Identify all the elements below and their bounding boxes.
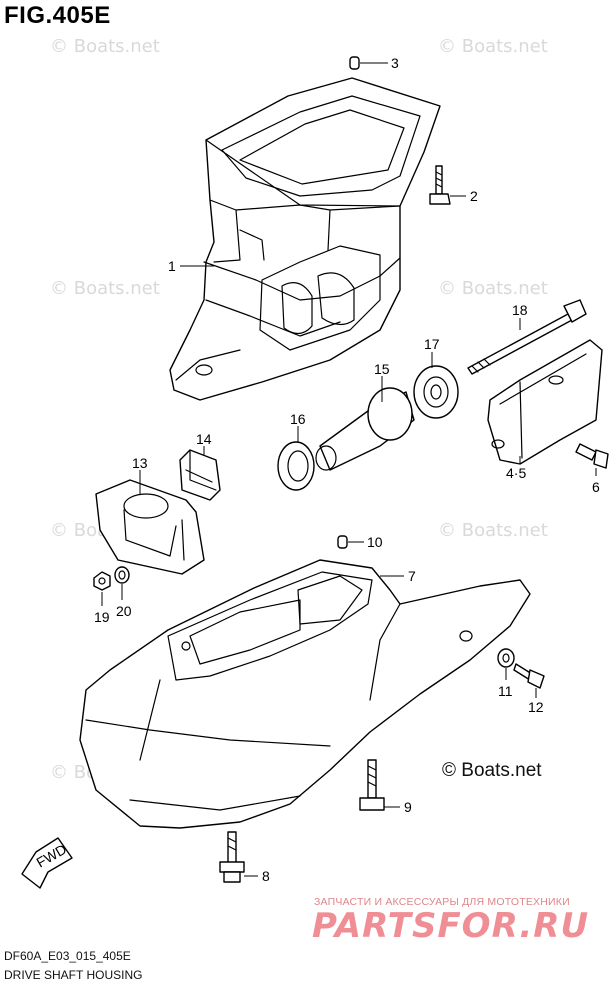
part-12-bolt[interactable] [513, 663, 545, 689]
callout-15[interactable]: 15 [374, 361, 390, 377]
watermark: © Boats.net [438, 278, 548, 299]
part-11-bushing[interactable] [497, 648, 515, 668]
watermark: © Boats.net [50, 36, 160, 57]
part-16-seal[interactable] [277, 441, 315, 491]
figure-code: DF60A_E03_015_405E [4, 949, 131, 963]
callout-9[interactable]: 9 [404, 799, 412, 815]
callout-8[interactable]: 8 [262, 868, 270, 884]
figure-title: FIG.405E [4, 2, 111, 29]
callout-19[interactable]: 19 [94, 609, 110, 625]
part-19-nut[interactable] [93, 571, 111, 591]
branding-tagline: ЗАПЧАСТИ И АКСЕССУАРЫ ДЛЯ МОТОТЕХНИКИ [314, 896, 570, 908]
callout-13[interactable]: 13 [132, 455, 148, 471]
callout-7[interactable]: 7 [408, 568, 416, 584]
callout-11[interactable]: 11 [498, 683, 513, 699]
callout-12[interactable]: 12 [528, 699, 544, 715]
callout-20[interactable]: 20 [116, 603, 132, 619]
copyright-mark: © Boats.net [442, 760, 542, 781]
callout-6[interactable]: 6 [592, 479, 600, 495]
part-18-long-bolt[interactable] [467, 299, 587, 375]
part-7-lower-housing[interactable] [79, 559, 531, 829]
part-3-dowel[interactable] [349, 56, 360, 70]
part-2-bolt[interactable] [429, 165, 451, 205]
watermark: © Boats.net [438, 36, 548, 57]
callout-14[interactable]: 14 [196, 431, 212, 447]
callout-3[interactable]: 3 [391, 55, 399, 71]
part-14-rubber-mount[interactable] [179, 449, 221, 501]
part-9-bolt[interactable] [359, 759, 385, 811]
part-8-bolt[interactable] [219, 831, 245, 883]
part-17-bearing[interactable] [413, 365, 459, 419]
part-4-5-cover[interactable] [487, 339, 603, 465]
part-13-mount[interactable] [95, 479, 205, 575]
callout-numbers: 3 2 1 18 17 15 16 14 13 4·5 6 10 7 19 20… [94, 55, 600, 884]
callout-2[interactable]: 2 [470, 188, 478, 204]
part-6-bolt[interactable] [575, 443, 609, 469]
callout-16[interactable]: 16 [290, 411, 306, 427]
callout-4-5[interactable]: 4·5 [506, 465, 526, 481]
callout-17[interactable]: 17 [424, 336, 440, 352]
part-20-washer[interactable] [114, 566, 130, 584]
callout-leaders [101, 62, 597, 877]
callout-1[interactable]: 1 [168, 258, 176, 274]
callout-10[interactable]: 10 [367, 534, 383, 550]
watermark: © Boats.net [50, 278, 160, 299]
fwd-arrow: FWD [21, 837, 73, 889]
watermark: © Boats.net [438, 520, 548, 541]
callout-18[interactable]: 18 [512, 302, 528, 318]
part-1-upper-housing[interactable] [169, 77, 441, 401]
part-15-bushing[interactable] [315, 387, 415, 471]
part-10-dowel[interactable] [337, 535, 348, 549]
branding-logo: PARTSFOR.RU [312, 906, 590, 946]
figure-caption: DRIVE SHAFT HOUSING [4, 968, 143, 982]
